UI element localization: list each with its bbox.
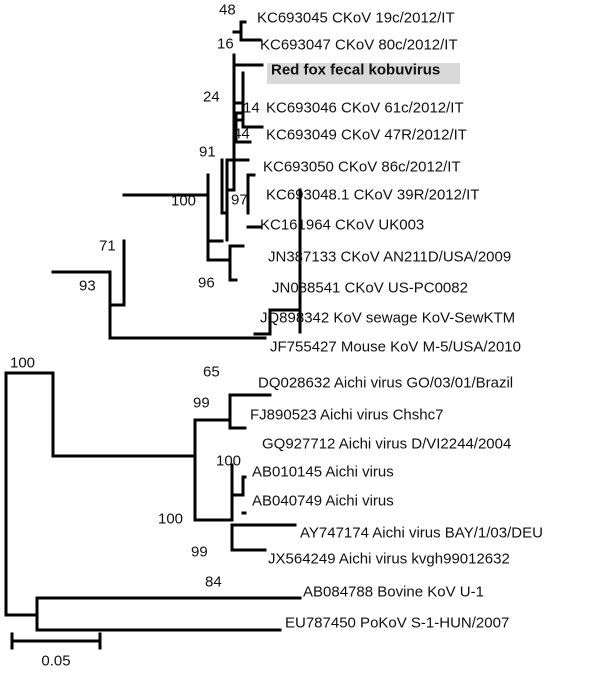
bootstrap-b24: 24 [203,88,220,105]
taxon-label-t14: FJ890523 Aichi virus Chshc7 [250,406,443,423]
taxon-label-t16: AB010145 Aichi virus [252,463,394,480]
taxon-label-t13: DQ028632 Aichi virus GO/03/01/Brazil [258,374,513,391]
bootstrap-b99b: 99 [191,543,208,560]
bootstrap-b93: 93 [79,277,96,294]
taxon-label-t6: KC693050 CKoV 86c/2012/IT [263,158,461,175]
bootstrap-b44: 44 [233,125,250,142]
bootstrap-b100b: 100 [158,510,183,527]
taxon-label-t10: JN088541 CKoV US-PC0082 [272,279,468,296]
bootstrap-b84: 84 [205,573,222,590]
taxon-label-t7: KC693048.1 CKoV 39R/2012/IT [266,186,479,203]
bootstrap-b65: 65 [203,363,220,380]
taxon-label-t11: JQ898342 KoV sewage KoV-SewKTM [260,309,515,326]
bootstrap-b100root: 100 [10,354,35,371]
bootstrap-b48: 48 [219,1,236,18]
bootstrap-b100c: 100 [216,452,241,469]
taxon-label-t3: Red fox fecal kobuvirus [271,61,440,78]
taxon-label-t9: JN387133 CKoV AN211D/USA/2009 [268,248,511,265]
bootstrap-b100a: 100 [171,192,196,209]
bootstrap-b71: 71 [99,237,116,254]
bootstrap-b96: 96 [198,274,215,291]
taxon-label-t1: KC693045 CKoV 19c/2012/IT [257,9,455,26]
taxon-label-t5: KC693049 CKoV 47R/2012/IT [266,126,467,143]
taxon-label-t4: KC693046 CKoV 61c/2012/IT [266,99,464,116]
highlight-box [267,63,460,84]
bootstrap-b99a: 99 [193,394,210,411]
taxon-label-t20: AB084788 Bovine KoV U-1 [303,583,484,600]
taxon-label-t18: AY747174 Aichi virus BAY/1/03/DEU [300,524,543,541]
scale-bar-label: 0.05 [41,652,70,669]
taxon-label-t12: JF755427 Mouse KoV M-5/USA/2010 [270,338,521,355]
bootstrap-b14: 14 [243,99,260,116]
taxon-label-t2: KC693047 CKoV 80c/2012/IT [260,36,458,53]
taxon-label-t21: EU787450 PoKoV S-1-HUN/2007 [285,614,509,631]
bootstrap-b16: 16 [217,35,234,52]
taxon-label-t17: AB040749 Aichi virus [252,492,394,509]
taxon-label-t19: JX564249 Aichi virus kvgh99012632 [268,550,510,567]
bootstrap-b91: 91 [199,143,216,160]
taxon-label-t15: GQ927712 Aichi virus D/VI2244/2004 [262,435,511,452]
bootstrap-b97: 97 [231,191,248,208]
taxon-label-t8: KC161964 CKoV UK003 [260,216,424,233]
